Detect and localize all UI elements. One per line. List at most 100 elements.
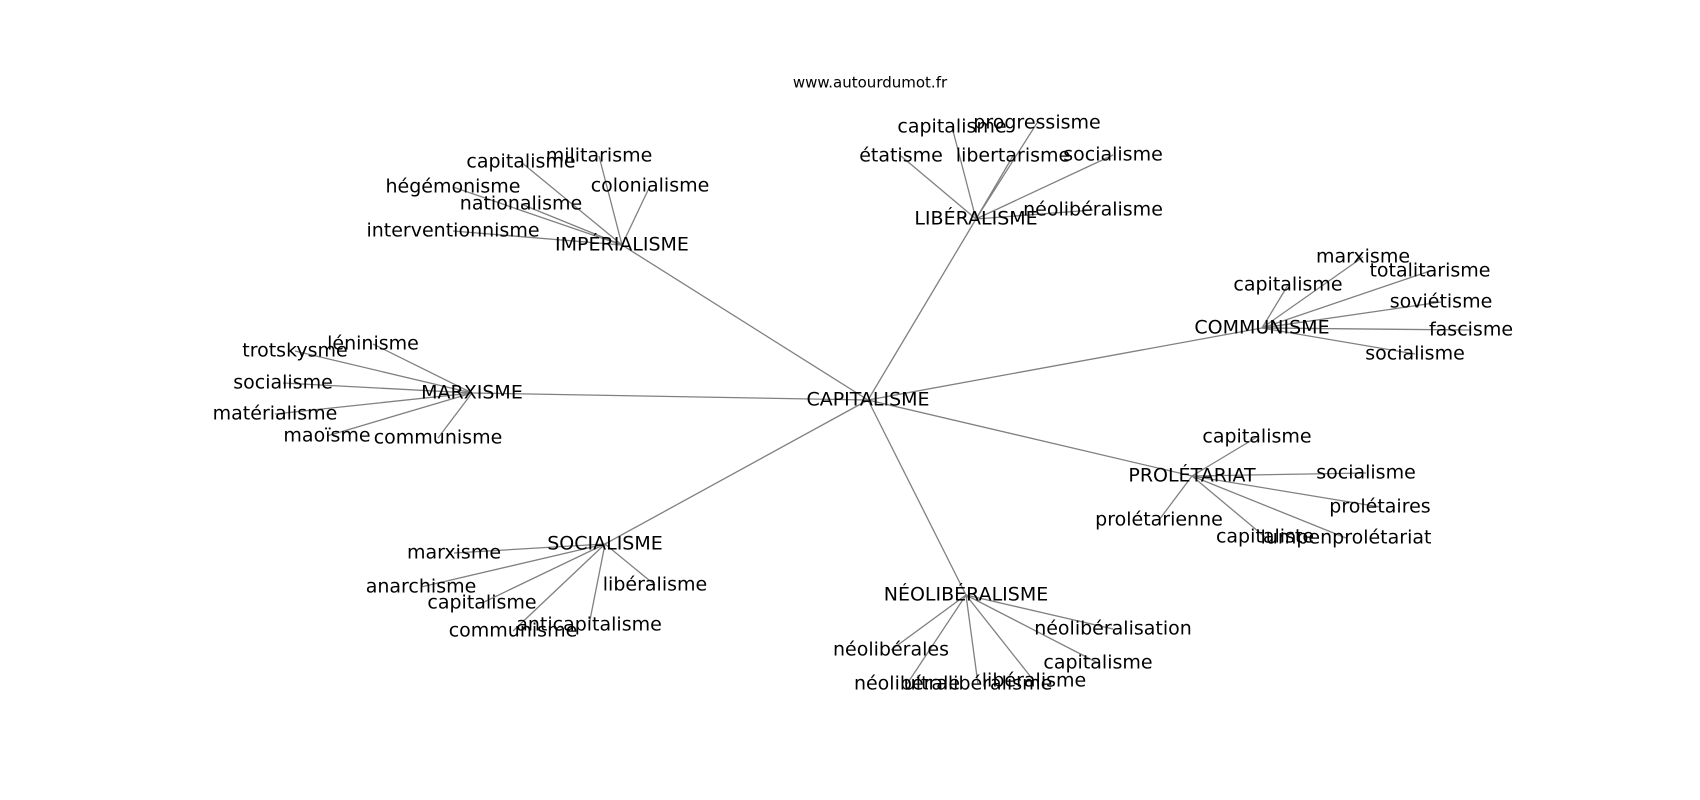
node-leaf: étatisme [859, 145, 943, 167]
edge-h6-h6l4 [906, 594, 967, 685]
node-leaf: lumpenprolétariat [1261, 527, 1432, 549]
node-leaf: maoïsme [283, 425, 370, 447]
edge-h1-h1l1 [975, 122, 1038, 220]
node-leaf: capitaliste [1216, 526, 1314, 548]
edge-h2-h2l2 [1261, 270, 1431, 329]
edge-h6-h6l3 [965, 594, 1035, 682]
edge-h5-h5l5 [588, 543, 606, 626]
edge-h0-h0l5 [452, 230, 623, 246]
node-leaf: néolibérale [854, 673, 960, 695]
node-hub: COMMUNISME [1194, 317, 1329, 339]
node-leaf: capitalisme [466, 151, 575, 173]
edge-root-h5 [604, 399, 869, 545]
edge-h1-h1l3 [975, 155, 1014, 220]
node-leaf: néolibéralisme [1023, 199, 1163, 221]
graph-labels: CAPITALISMEIMPÉRIALISMEcapitalismemilita… [213, 112, 1513, 695]
edge-h2-h2l5 [1261, 327, 1416, 355]
node-leaf: interventionnisme [366, 220, 539, 242]
node-leaf: progressisme [973, 112, 1100, 134]
edge-h4-h4l3 [1158, 475, 1193, 521]
node-leaf: néolibérales [833, 639, 949, 661]
node-hub: SOCIALISME [547, 533, 663, 555]
node-leaf: marxisme [407, 542, 501, 564]
node-leaf: socialisme [1316, 462, 1416, 484]
edge-h1-h1l2 [900, 155, 977, 220]
edge-h2-h2l0 [1261, 256, 1364, 329]
node-leaf: ultralibéralisme [904, 673, 1053, 695]
node-leaf: prolétarienne [1095, 509, 1223, 531]
node-hub: MARXISME [421, 382, 523, 404]
node-leaf: nationalisme [460, 193, 582, 215]
node-root: CAPITALISME [806, 389, 929, 411]
edge-h2-h2l1 [1261, 284, 1289, 329]
node-leaf: matérialisme [213, 403, 338, 425]
edge-h5-h5l4 [512, 543, 606, 632]
edge-root-h4 [867, 399, 1193, 477]
node-leaf: anticapitalisme [516, 614, 662, 636]
node-leaf: communisme [374, 427, 503, 449]
graph-edges [274, 122, 1472, 685]
node-hub: LIBÉRALISME [914, 207, 1037, 230]
edge-h1-h1l0 [951, 126, 977, 220]
node-leaf: néolibéralisation [1034, 618, 1192, 640]
node-leaf: léninisme [327, 333, 419, 355]
node-leaf: capitalisme [1043, 652, 1152, 674]
edge-h4-h4l2 [1191, 475, 1381, 508]
node-hub: PROLÉTARIAT [1128, 464, 1256, 487]
edge-h2-h2l4 [1261, 327, 1472, 331]
edge-h4-h4l4 [1191, 475, 1266, 538]
edge-h1-h1l5 [975, 209, 1094, 220]
edge-h0-h0l4 [520, 203, 623, 246]
edge-h6-h6l5 [965, 594, 979, 685]
edge-h0-h0l0 [520, 161, 623, 246]
node-hub: NÉOLIBÉRALISME [884, 583, 1048, 606]
node-leaf: prolétaires [1329, 496, 1430, 518]
node-leaf: socialisme [1365, 343, 1465, 365]
site-url: www.autourdumot.fr [793, 74, 948, 92]
edge-h5-h5l3 [481, 543, 606, 604]
edge-root-h1 [867, 218, 977, 401]
edge-h3-h3l5 [437, 392, 473, 439]
node-leaf: communisme [449, 620, 578, 642]
node-leaf: anarchisme [366, 576, 477, 598]
edge-h4-h4l1 [1191, 472, 1367, 477]
edge-h0-h0l3 [452, 186, 623, 246]
node-leaf: libéralisme [982, 670, 1086, 692]
edge-h3-h3l2 [282, 382, 473, 394]
node-leaf: socialisme [1063, 144, 1163, 166]
edge-h2-h2l3 [1261, 301, 1442, 329]
edge-h5-h5l1 [420, 543, 606, 588]
edge-root-h0 [621, 244, 869, 401]
edge-h4-h4l5 [1191, 475, 1347, 539]
edge-h3-h3l4 [326, 392, 473, 437]
node-leaf: socialisme [233, 372, 333, 394]
node-leaf: libertarisme [956, 145, 1070, 167]
edge-h6-h6l1 [890, 594, 967, 651]
edge-h0-h0l2 [621, 185, 651, 246]
node-leaf: hégémonisme [385, 176, 520, 198]
node-leaf: capitalisme [1233, 274, 1342, 296]
node-hub: IMPÉRIALISME [555, 233, 689, 256]
edge-h3-h3l1 [294, 350, 473, 394]
edge-h0-h0l1 [598, 155, 623, 246]
node-leaf: soviétisme [1390, 291, 1493, 313]
edge-h3-h3l0 [372, 343, 473, 394]
edge-root-h2 [867, 327, 1263, 401]
edge-h4-h4l0 [1191, 436, 1258, 477]
edge-root-h6 [867, 399, 967, 596]
node-leaf: colonialisme [591, 175, 710, 197]
node-leaf: capitalisme [1202, 426, 1311, 448]
node-leaf: trotskysme [242, 340, 347, 362]
edge-h1-h1l4 [975, 154, 1114, 220]
edge-h5-h5l0 [453, 543, 606, 554]
edge-h6-h6l0 [965, 594, 1114, 630]
node-leaf: marxisme [1316, 246, 1410, 268]
edge-h3-h3l3 [274, 392, 473, 415]
node-leaf: fascisme [1429, 319, 1513, 341]
node-leaf: militarisme [546, 145, 653, 167]
edge-h5-h5l2 [604, 543, 656, 586]
edge-root-h3 [471, 392, 869, 401]
node-leaf: capitalisme [427, 592, 536, 614]
edge-h6-h6l2 [965, 594, 1099, 664]
